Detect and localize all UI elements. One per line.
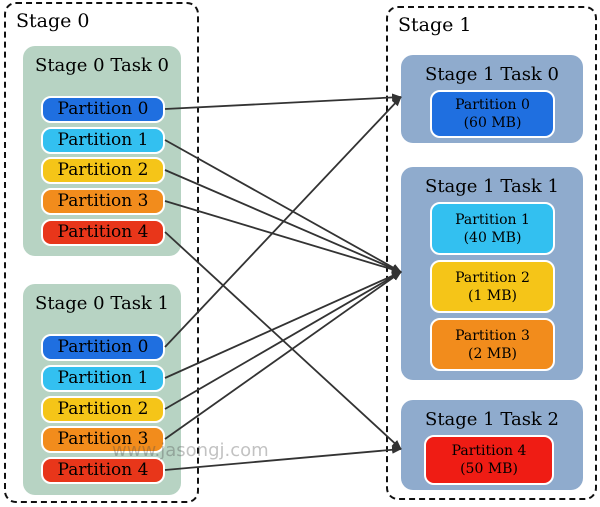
arrow-s0t1-p0-to-s1t0 — [164, 96, 402, 348]
arrow-s0t1-p3-to-s1t1 — [164, 271, 402, 440]
s0t0-partition-2: Partition 2 — [41, 157, 165, 184]
partition-name: Partition 2 — [455, 269, 530, 286]
stage-1-task-2-title: Stage 1 Task 2 — [424, 409, 560, 430]
stage-0-task-0-title: Stage 0 Task 0 — [34, 55, 170, 76]
partition-size: (50 MB) — [460, 461, 518, 477]
partition-size: (60 MB) — [463, 115, 522, 131]
s0t1-partition-1: Partition 1 — [41, 365, 165, 392]
stage-1-task-1-title: Stage 1 Task 1 — [424, 176, 560, 197]
watermark: www.jasongj.com — [112, 440, 269, 461]
partition-size: (2 MB) — [468, 345, 517, 362]
stage-0-title: Stage 0 — [16, 10, 90, 32]
stage-1-title: Stage 1 — [398, 14, 472, 36]
arrow-s0t0-p1-to-s1t1 — [164, 139, 402, 273]
s0t0-partition-3: Partition 3 — [41, 188, 165, 215]
stage-1-task-0-title: Stage 1 Task 0 — [424, 64, 560, 85]
partition-name: Partition 4 — [451, 443, 527, 459]
partition-name: Partition 0 — [455, 97, 530, 113]
arrow-s0t0-p3-to-s1t1 — [164, 200, 402, 274]
s0t1-partition-4: Partition 4 — [41, 457, 165, 484]
partition-size: (1 MB) — [468, 287, 517, 304]
s0t1-partition-0: Partition 0 — [41, 334, 165, 361]
s0t0-partition-4: Partition 4 — [41, 219, 165, 246]
arrow-s0t1-p2-to-s1t1 — [164, 271, 402, 410]
s1t1-partition-3: Partition 3 (2 MB) — [430, 318, 555, 371]
s1t2-partition-4: Partition 4 (50 MB) — [424, 435, 554, 485]
s1t1-partition-2: Partition 2 (1 MB) — [430, 260, 555, 313]
s1t0-partition-0: Partition 0 (60 MB) — [430, 90, 555, 138]
arrow-s0t0-p2-to-s1t1 — [164, 169, 402, 273]
s1t1-partition-1: Partition 1 (40 MB) — [430, 202, 555, 255]
stage-0-task-1-title: Stage 0 Task 1 — [34, 293, 170, 314]
s0t0-partition-1: Partition 1 — [41, 127, 165, 154]
arrow-s0t0-p0-to-s1t0 — [164, 93, 402, 110]
partition-name: Partition 1 — [455, 211, 530, 228]
partition-size: (40 MB) — [463, 229, 522, 246]
s0t0-partition-0: Partition 0 — [41, 96, 165, 123]
s0t1-partition-3: Partition 3 — [41, 426, 165, 453]
arrow-s0t0-p4-to-s1t2 — [164, 231, 402, 450]
partition-name: Partition 3 — [455, 327, 530, 344]
s0t1-partition-2: Partition 2 — [41, 396, 165, 423]
arrow-s0t1-p1-to-s1t1 — [164, 271, 402, 379]
